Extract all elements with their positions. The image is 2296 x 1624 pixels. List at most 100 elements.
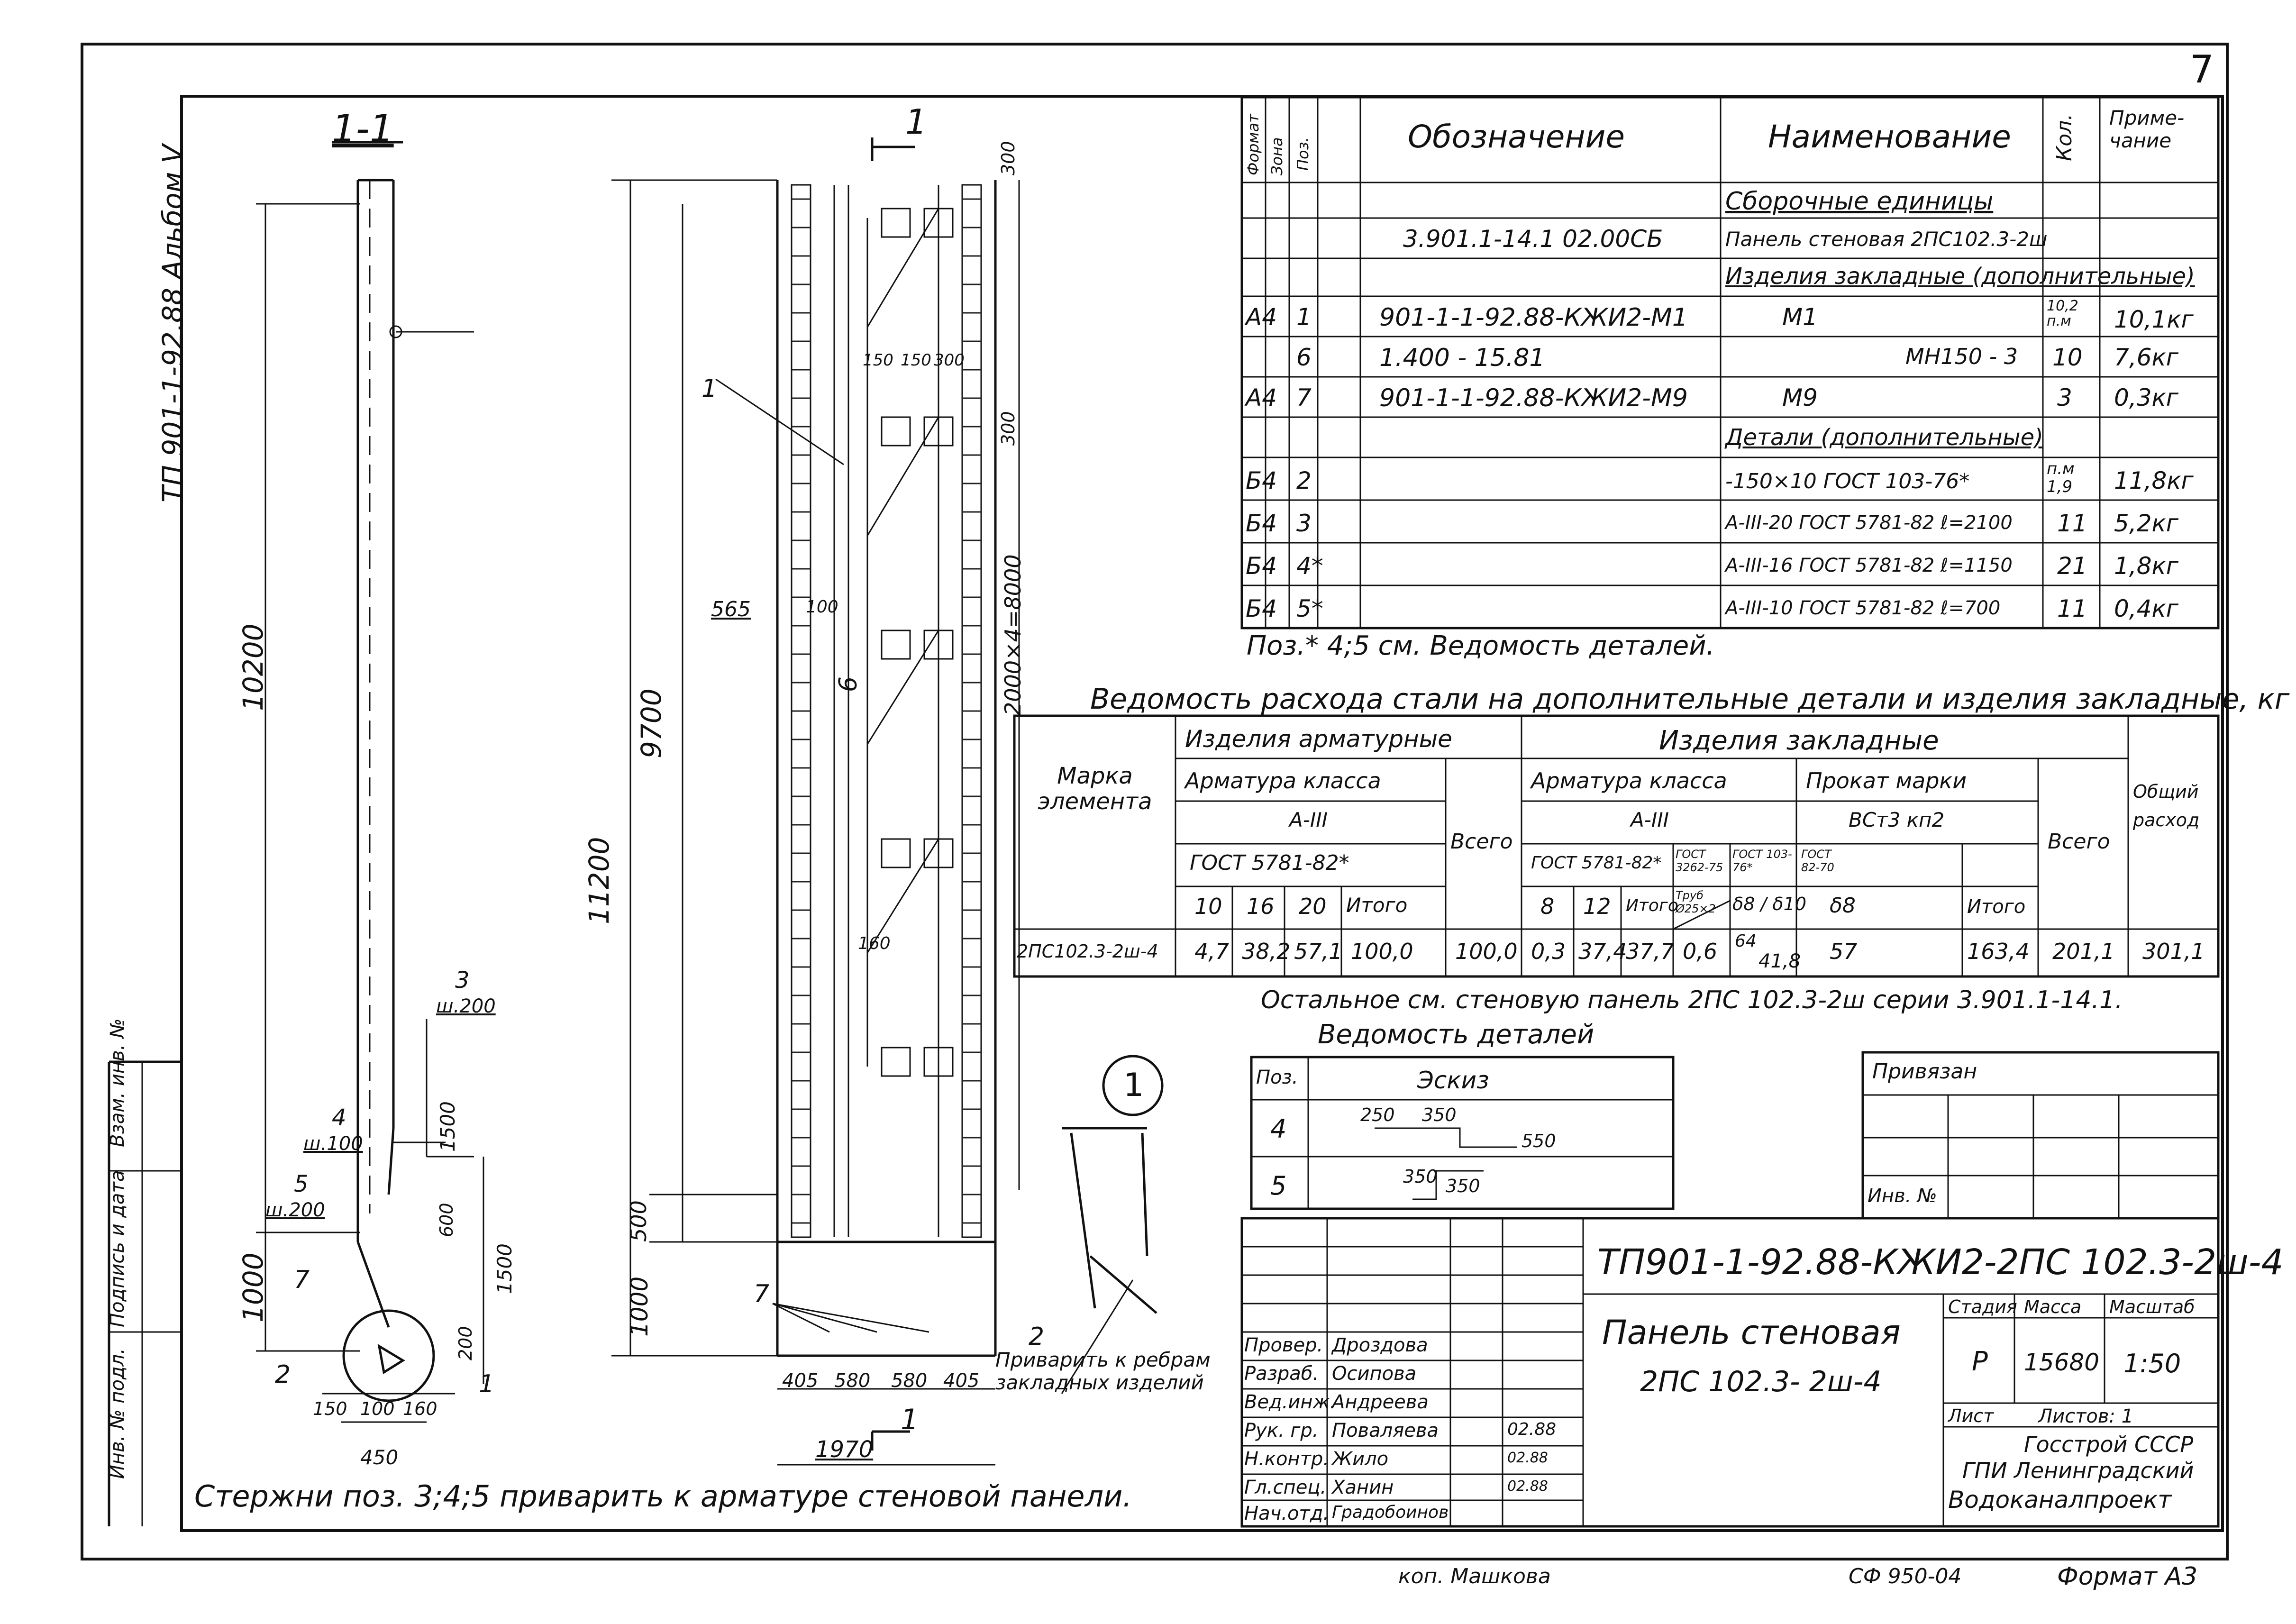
dim-600: 600: [436, 1203, 457, 1237]
steel-sub-b-tube: Труб Ø25×2: [1676, 889, 1716, 915]
steel-row-d8-10a: 64: [1735, 931, 1757, 951]
spec-row-5-designation: 901-1-1-92.88-КЖИ2-М9: [1379, 384, 1688, 412]
steel-h-a3: А-III: [1289, 808, 1328, 831]
spec-h-designation: Обозначение: [1408, 119, 1625, 155]
steel-row-total-b: 201,1: [2052, 939, 2115, 964]
mass-header: Масса: [2024, 1296, 2082, 1317]
spec-row-9-pos: 4*: [1296, 552, 1323, 580]
spec-row-10-name: А-III-10 ГОСТ 5781-82 ℓ=700: [1725, 597, 2001, 619]
staff-role: Рук. гр.: [1244, 1420, 1319, 1442]
dim-160b: 160: [858, 934, 891, 953]
steel-row-total-a: 100,0: [1455, 939, 1518, 964]
dim-150b: 150: [863, 351, 893, 370]
spec-row-7-note: 11,8кг: [2114, 467, 2194, 494]
steel-sub-a-10: 10: [1194, 894, 1222, 919]
spec-row-6-name: Детали (дополнительные): [1725, 424, 2043, 451]
staff-role: Нач.отд.: [1244, 1503, 1330, 1524]
steel-h-mark: Марка элемента: [1038, 763, 1152, 815]
steel-title: Ведомость расхода стали на дополнительны…: [1090, 683, 2290, 716]
spec-row-3-qty: 10,2 п.м: [2047, 298, 2078, 329]
spec-row-4-designation: 1.400 - 15.81: [1379, 344, 1545, 372]
spec-row-5-name: М9: [1782, 384, 1818, 411]
staff-name: Градобоинов: [1332, 1503, 1449, 1522]
staff-role: Н.контр.: [1244, 1448, 1329, 1470]
staff-date: 02.88: [1507, 1420, 1557, 1439]
mass-value: 15680: [2024, 1349, 2100, 1376]
steel-sub-a-sum: Итого: [1346, 894, 1408, 917]
steel-row-sum-c: 163,4: [1967, 939, 2030, 964]
steel-row-tube: 0,6: [1683, 939, 1718, 964]
spec-h-qty: Кол.: [2052, 113, 2077, 161]
steel-row-mark: 2ПС102.3-2ш-4: [1017, 941, 1158, 962]
details-row-5-pos: 5: [1270, 1171, 1287, 1201]
staff-date: 02.88: [1507, 1450, 1548, 1466]
details-row-5-a: 350: [1403, 1166, 1438, 1187]
details-row-4-a: 250: [1360, 1104, 1395, 1125]
spec-row-1-designation: 3.901.1-14.1 02.00СБ: [1403, 225, 1663, 253]
staff-name: Дроздова: [1332, 1334, 1428, 1356]
pos-7-label: 7: [754, 1280, 770, 1308]
spec-h-format: Формат: [1244, 114, 1262, 175]
staff-role: Гл.спец.: [1244, 1477, 1327, 1498]
spec-row-4-note: 7,6кг: [2114, 344, 2178, 371]
steel-h-gost-b: ГОСТ 5781-82*: [1531, 853, 1662, 873]
org-line-2: ГПИ Ленинградский: [1962, 1458, 2194, 1483]
staff-name: Ханин: [1332, 1477, 1394, 1498]
steel-sub-b-d8-10: δ8 / δ10: [1732, 894, 1806, 914]
spec-h-zone: Зона: [1268, 137, 1286, 175]
spec-row-4-pos: 6: [1296, 344, 1312, 371]
callout-3: 3: [455, 967, 470, 994]
spec-row-8-pos: 3: [1296, 510, 1312, 537]
callout-5: 5: [294, 1171, 309, 1197]
dim-200: 200: [455, 1326, 476, 1360]
details-title: Ведомость деталей: [1318, 1019, 1594, 1050]
spec-footnote: Поз.* 4;5 см. Ведомость деталей.: [1247, 630, 1715, 661]
steel-sub-b-sum2: Итого: [1967, 896, 2026, 918]
spec-row-2-name: Изделия закладные (дополнительные): [1725, 263, 2195, 290]
steel-note: Остальное см. стеновую панель 2ПС 102.3-…: [1261, 986, 2123, 1014]
spec-h-name: Наименование: [1768, 119, 2011, 155]
steel-h-arm: Изделия арматурные: [1185, 725, 1452, 753]
spec-row-8-qty: 11: [2057, 510, 2087, 537]
spec-row-3-designation: 901-1-1-92.88-КЖИ2-М1: [1379, 303, 1688, 332]
spec-row-7-format: Б4: [1246, 467, 1277, 494]
steel-row-v12: 37,4: [1578, 939, 1627, 964]
attached-label: Привязан: [1872, 1059, 1977, 1084]
dim-9700: 9700: [635, 688, 667, 758]
dim-1000b: 1000: [626, 1276, 653, 1337]
staff-role: Разраб.: [1244, 1363, 1319, 1385]
spec-row-8-format: Б4: [1246, 510, 1277, 537]
callout-2: 2: [275, 1360, 291, 1389]
staff-name: Осипова: [1332, 1363, 1417, 1385]
inner-frame: [180, 95, 2224, 1532]
stage-header: Стадия: [1948, 1296, 2017, 1317]
details-row-4-b: 350: [1422, 1104, 1457, 1125]
details-h-pos: Поз.: [1256, 1067, 1298, 1088]
steel-row-v8: 0,3: [1531, 939, 1566, 964]
spec-row-10-qty: 11: [2057, 595, 2087, 622]
steel-h-vst: ВСт3 кп2: [1849, 808, 1945, 831]
spec-row-7-qty: п.м 1,9: [2047, 459, 2075, 496]
dim-300a: 300: [998, 141, 1019, 175]
dim-300b: 300: [998, 411, 1019, 446]
steel-h-gost-d: ГОСТ 103-76*: [1732, 848, 1792, 874]
steel-h-a3b: А-III: [1631, 808, 1669, 831]
spec-row-5-qty: 3: [2057, 384, 2072, 411]
spec-h-note: Приме- чание: [2109, 106, 2185, 152]
staff-name: Жило: [1332, 1448, 1389, 1470]
details-row-5-b: 350: [1446, 1176, 1480, 1196]
spec-row-5-pos: 7: [1296, 384, 1312, 411]
spec-row-3-format: А4: [1246, 303, 1277, 331]
dim-100b: 100: [806, 597, 838, 617]
doc-name-1: Панель стеновая: [1602, 1313, 1901, 1352]
steel-row-v16: 38,2: [1242, 939, 1291, 964]
weld-note: Приварить к ребрам закладных изделий: [995, 1348, 1211, 1394]
spec-h-pos: Поз.: [1294, 137, 1312, 171]
inv-no-label: Инв. №: [1868, 1185, 1937, 1207]
steel-h-emb: Изделия закладные: [1659, 725, 1939, 756]
pos-1-label: 1: [702, 374, 718, 403]
steel-h-total-b: Всего: [2048, 830, 2110, 854]
spec-row-9-format: Б4: [1246, 552, 1277, 580]
dim-580a: 580: [834, 1370, 871, 1392]
spec-row-7-name: -150×10 ГОСТ 103-76*: [1725, 469, 1970, 493]
